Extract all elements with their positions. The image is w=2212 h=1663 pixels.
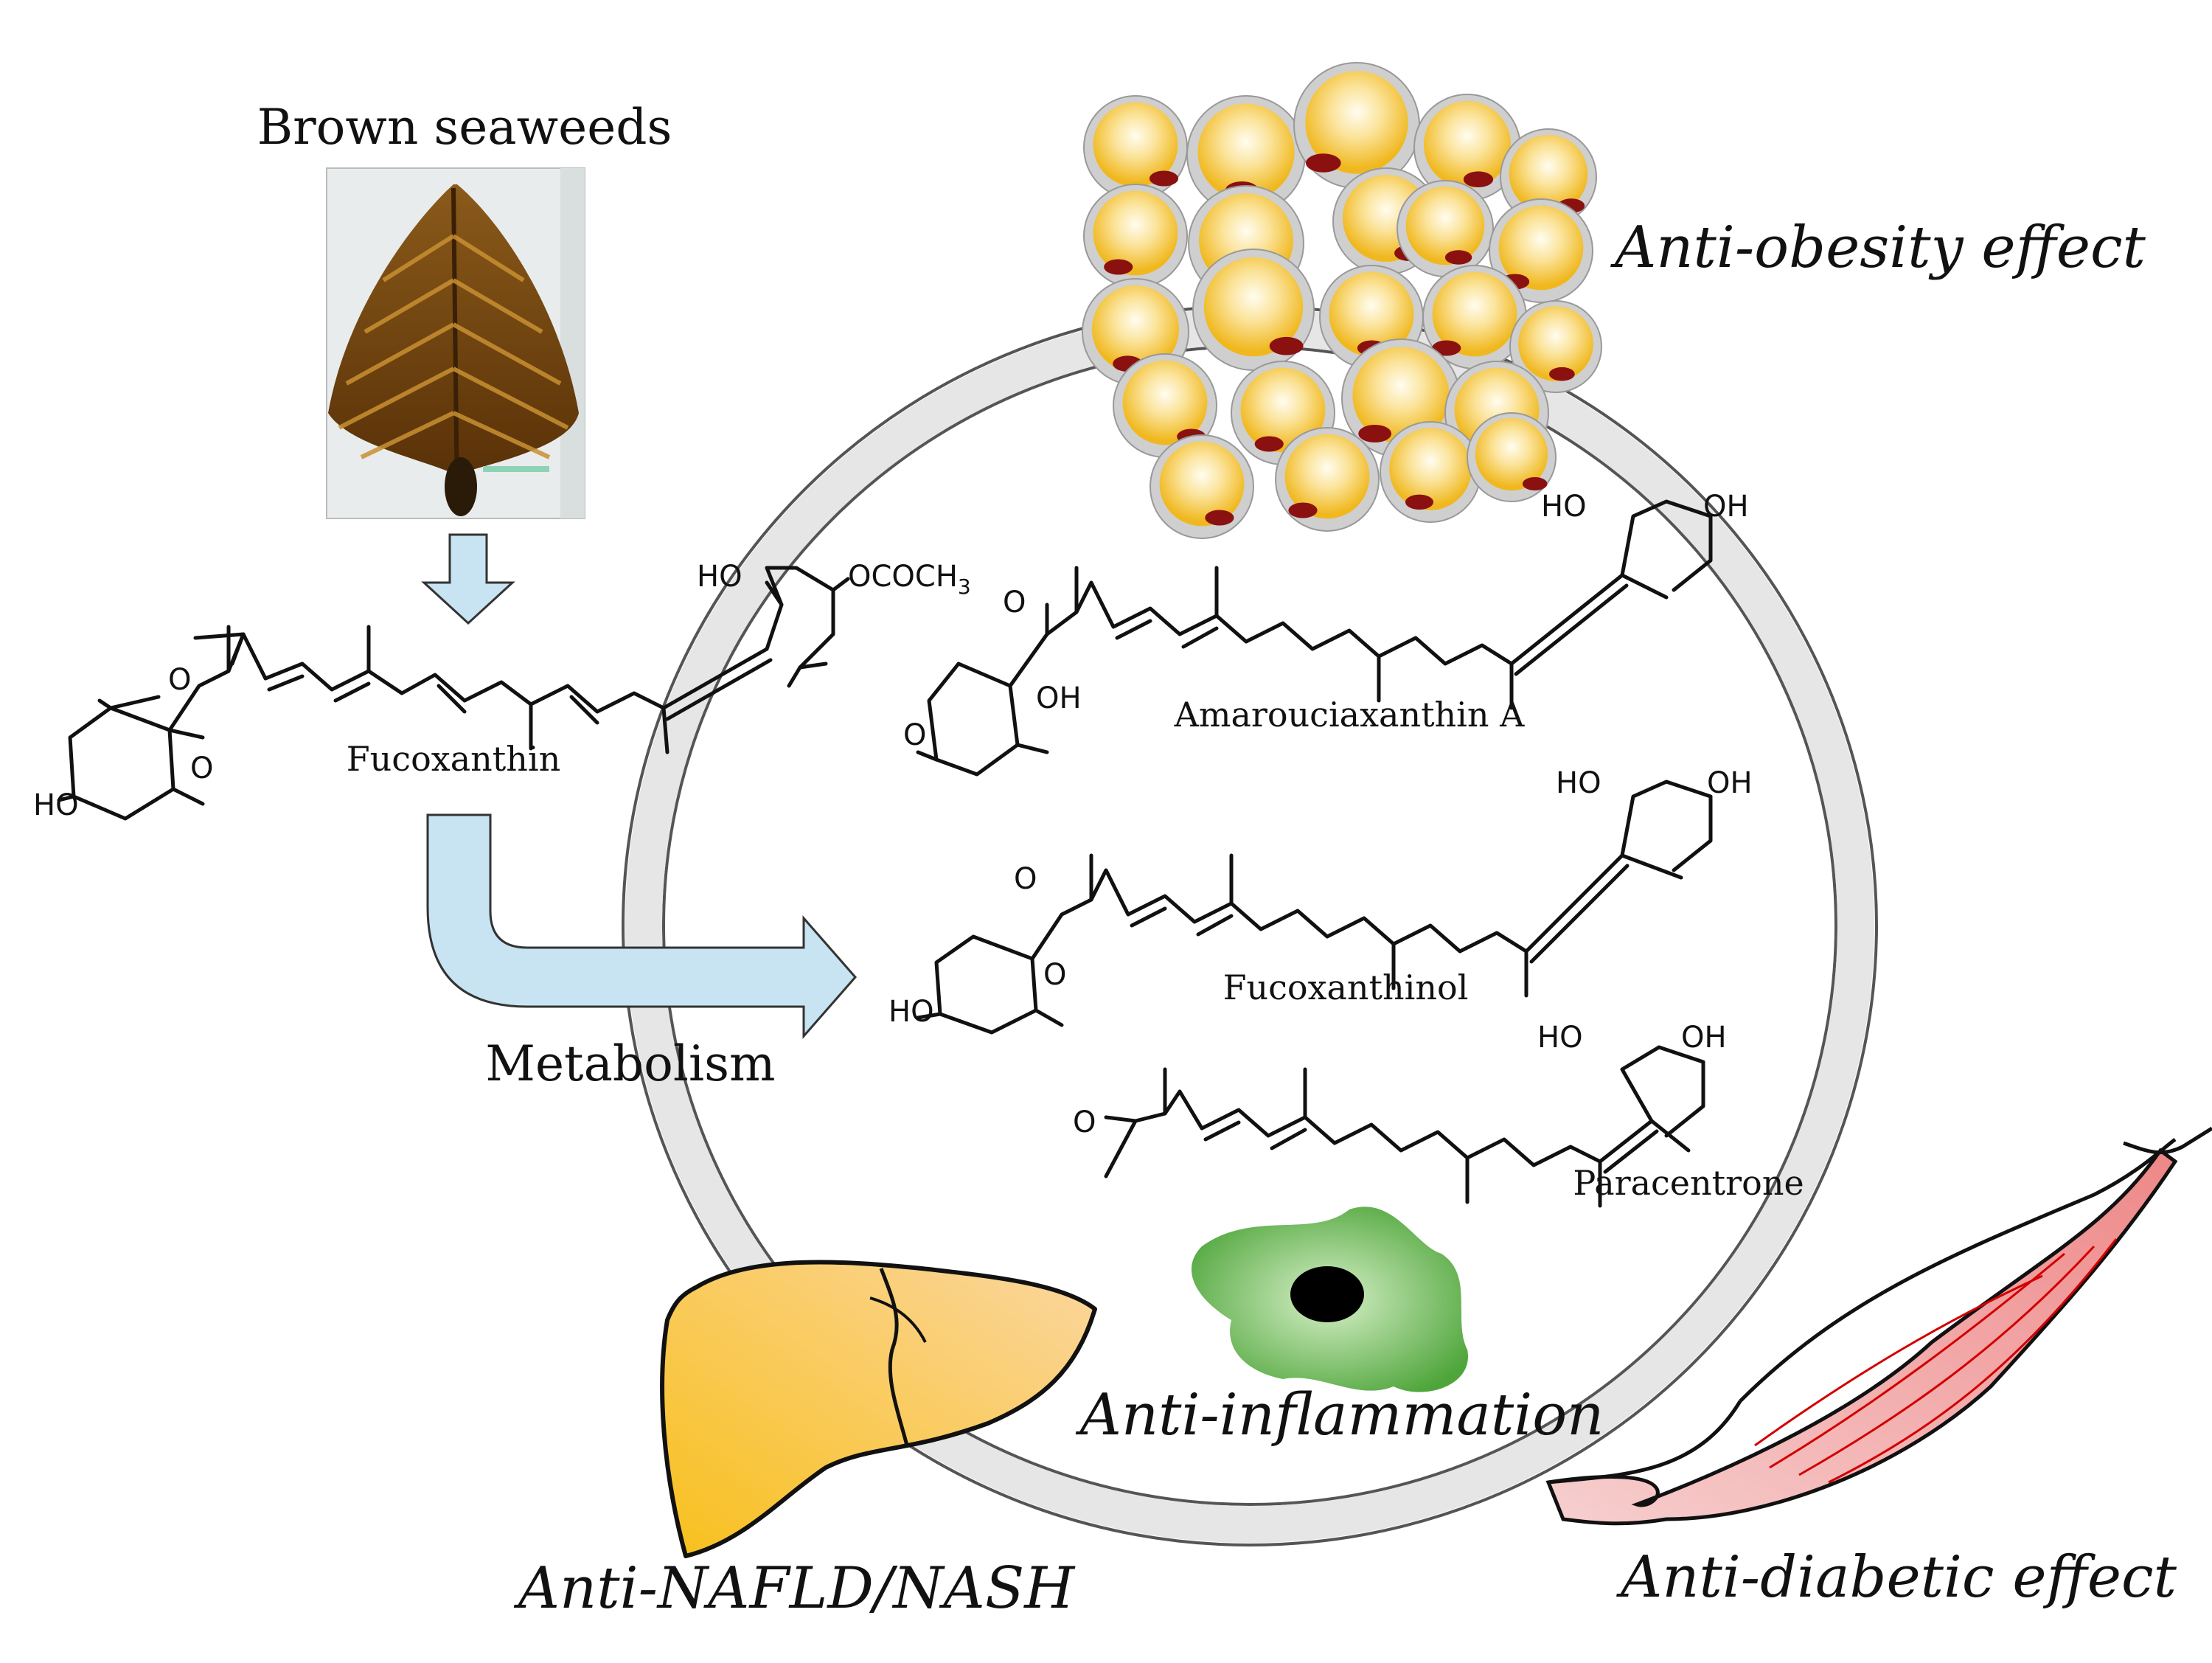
fat-droplet [1498, 205, 1584, 291]
fat-cells [1082, 62, 1602, 539]
fat-droplet [1093, 190, 1178, 276]
fat-cell-nucleus [1288, 502, 1318, 518]
anti-obesity-label: Anti-obesity effect [1610, 215, 2146, 281]
paracentrone-label: Paracentrone [1573, 1163, 1804, 1203]
anti-diabetic-label: Anti-diabetic effect [1616, 1544, 2177, 1611]
fucol-ho-label: HO [888, 995, 934, 1029]
fat-droplet [1091, 285, 1180, 373]
fat-droplet [1405, 186, 1485, 265]
fat-cell-nucleus [1444, 250, 1472, 265]
fat-cell-nucleus [1405, 494, 1434, 510]
fucoxanthinol-structure [916, 780, 1713, 1035]
amarouciaxanthin-structure [916, 499, 1713, 777]
fat-droplet [1284, 434, 1370, 519]
fat-droplet [1329, 271, 1414, 357]
fucol-ho-top-label: HO [1556, 766, 1601, 800]
down-arrow-icon [421, 533, 515, 625]
amar-o-label: O [1003, 586, 1026, 619]
fat-droplet [1122, 360, 1208, 445]
fat-droplet [1203, 257, 1304, 357]
fat-cell-nucleus [1463, 171, 1494, 187]
amar-oh-top-label: OH [1703, 490, 1749, 524]
para-oh-label: OH [1681, 1021, 1727, 1055]
metabolism-arrow-icon [426, 813, 857, 1039]
fat-cell-nucleus [1358, 425, 1392, 442]
fat-droplet [1423, 100, 1512, 189]
metabolism-label: Metabolism [485, 1035, 775, 1092]
fucol-epoxide-o-label: O [1043, 958, 1066, 992]
fat-droplet [1475, 417, 1548, 491]
fucoxanthin-label: Fucoxanthin [347, 739, 560, 779]
fat-cell-nucleus [1254, 436, 1284, 452]
amar-o2-label: O [903, 718, 926, 752]
fat-cell-nucleus [1205, 510, 1234, 526]
paracentrone-structure [1104, 1045, 1705, 1208]
fucox-o-label: O [168, 663, 191, 697]
fat-droplet [1305, 71, 1408, 174]
liver-icon [660, 1260, 1097, 1558]
fucox-ho-label: HO [33, 788, 79, 822]
fat-droplet [1389, 428, 1472, 510]
para-ho-label: HO [1537, 1021, 1583, 1055]
fat-cell-nucleus [1269, 336, 1304, 355]
fat-droplet [1240, 367, 1326, 453]
fat-cell-nucleus [1306, 153, 1341, 173]
fat-droplet [1159, 441, 1245, 527]
fat-cell-nucleus [1522, 477, 1548, 490]
fat-droplet [1352, 347, 1450, 444]
fucol-o-label: O [1014, 862, 1037, 896]
muscle-icon [1545, 1126, 2212, 1526]
fucoxanthin-structure [57, 566, 850, 821]
fat-droplet [1093, 102, 1178, 187]
amar-ho-label: HO [1541, 490, 1587, 524]
fat-droplet [1509, 134, 1588, 214]
fat-cell-nucleus [1104, 259, 1133, 275]
fucox-epoxide-o-label: O [190, 751, 213, 785]
brown-seaweeds-label: Brown seaweeds [257, 99, 672, 156]
seaweed-photo [326, 167, 585, 519]
para-o-label: O [1073, 1105, 1096, 1139]
anti-nafld-label: Anti-NAFLD/NASH [514, 1555, 1077, 1622]
amarouciaxanthin-label: Amarouciaxanthin A [1174, 695, 1526, 735]
fat-droplet [1432, 271, 1517, 357]
anti-inflammation-label: Anti-inflammation [1076, 1382, 1604, 1448]
fat-cell-nucleus [1149, 170, 1179, 187]
fucoxanthinol-label: Fucoxanthinol [1223, 968, 1469, 1007]
fat-droplet [1518, 306, 1593, 381]
fucox-ho-top-label: HO [697, 560, 742, 594]
fucox-ococh3-label: OCOCH3 [848, 560, 971, 599]
fat-cell-nucleus [1432, 340, 1461, 356]
fucol-oh-top-label: OH [1707, 766, 1753, 800]
immune-cell-icon [1191, 1207, 1468, 1392]
fat-cell-nucleus [1548, 367, 1575, 381]
amar-oh-label: OH [1036, 681, 1082, 715]
fat-droplet [1197, 103, 1295, 201]
